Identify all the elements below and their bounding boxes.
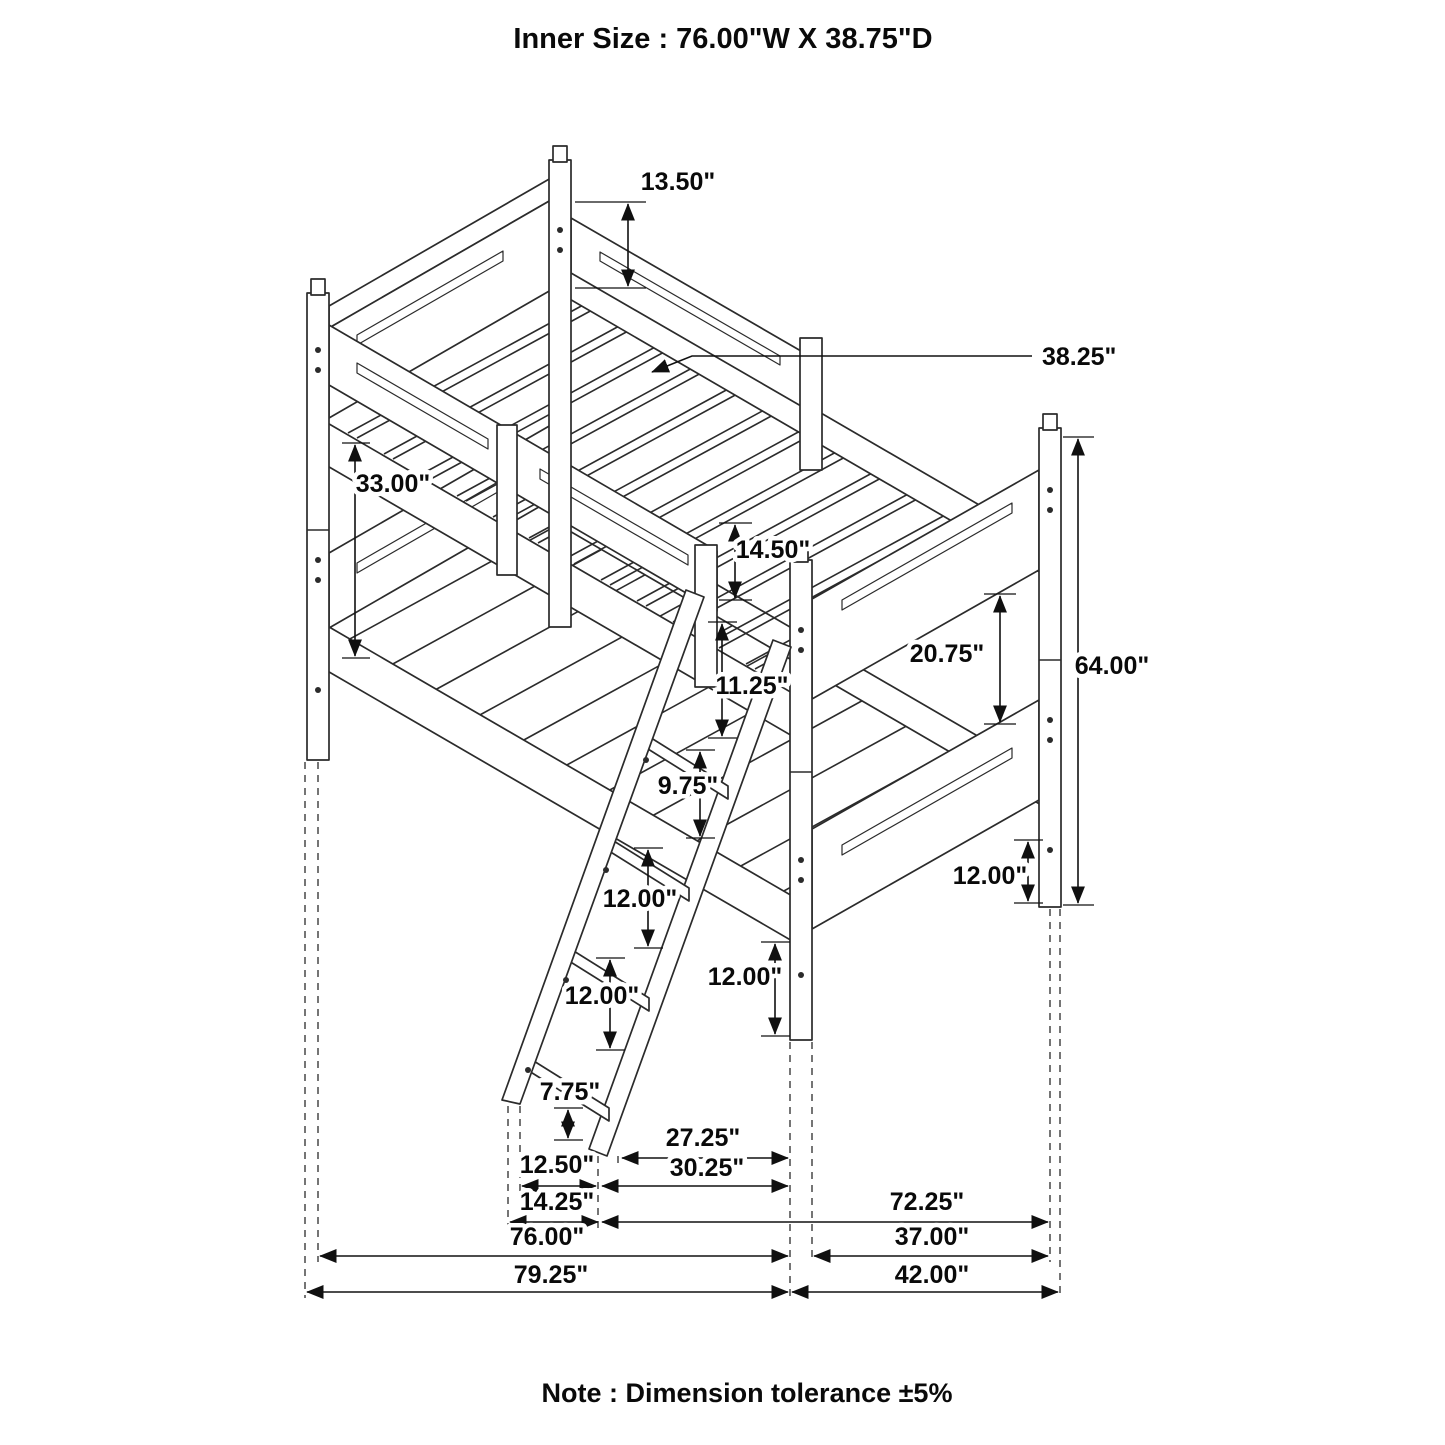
dim-inner-depth: 38.25": [1042, 343, 1116, 371]
dim-overall-depth: 42.00": [895, 1261, 969, 1289]
dim-depth-span: 37.00": [895, 1223, 969, 1251]
dim-headboard-height: 13.50": [641, 168, 715, 196]
dim-overall-width: 79.25": [514, 1261, 588, 1289]
dim-guardrail-height: 14.50": [736, 536, 810, 564]
dim-bunk-clearance: 20.75": [910, 640, 984, 668]
bed-posts: [306, 145, 1062, 1041]
dim-side-span: 72.25": [890, 1188, 964, 1216]
dim-front-leg-height: 12.00": [708, 963, 782, 991]
dimension-labels: 13.50" 38.25" 33.00" 14.50" 20.75" 64.00…: [351, 164, 1153, 1294]
dim-step-top-spacing: 11.25": [715, 672, 788, 700]
dim-inner-width: 76.00": [510, 1223, 584, 1251]
dim-guardrail-to-lower-rail: 33.00": [356, 470, 430, 498]
tolerance-note: Note : Dimension tolerance ±5%: [542, 1378, 953, 1408]
dim-ladder-run-outer: 30.25": [670, 1154, 744, 1182]
page-title: Inner Size : 76.00"W X 38.75"D: [513, 23, 932, 55]
dim-ladder-run-inner: 27.25": [666, 1124, 740, 1152]
dim-ladder-width: 12.50": [520, 1151, 594, 1179]
dim-overall-height: 64.00": [1075, 652, 1149, 680]
dim-step-spacing-4: 12.00": [565, 982, 639, 1010]
dimension-lines: [306, 201, 1094, 1300]
dim-ladder-foot-clearance: 7.75": [540, 1078, 601, 1106]
dim-side-leg-height: 12.00": [953, 862, 1027, 890]
dim-step-spacing-2: 9.75": [658, 772, 719, 800]
dim-step-spacing-3: 12.00": [603, 885, 677, 913]
dim-ladder-outer-width: 14.25": [520, 1188, 594, 1216]
